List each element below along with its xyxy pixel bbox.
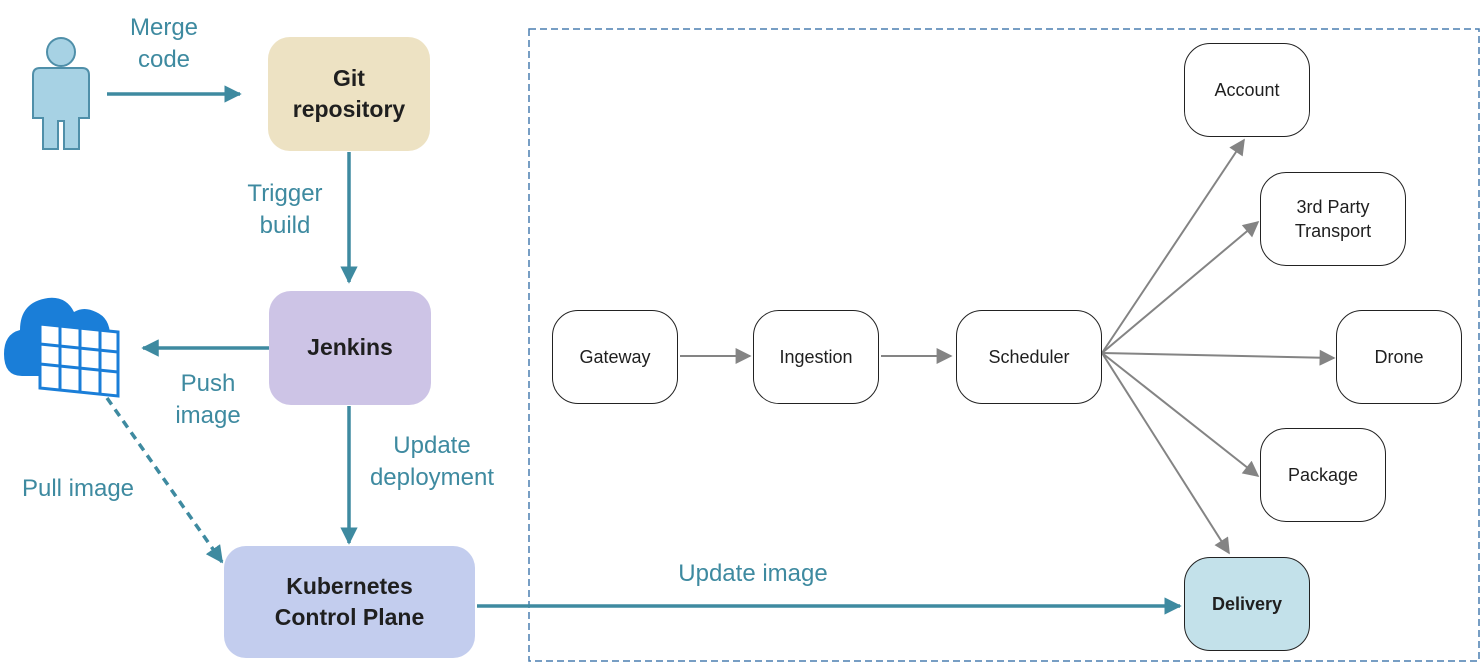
scheduler-to-delivery-arrow bbox=[1101, 352, 1230, 555]
account-service: Account bbox=[1184, 43, 1310, 137]
ingestion-service: Ingestion bbox=[753, 310, 879, 404]
scheduler-to-drone-arrow bbox=[1101, 349, 1336, 366]
delivery-service: Delivery bbox=[1184, 557, 1310, 651]
services-cluster-boundary bbox=[528, 28, 1480, 662]
trigger-build-label: Trigger build bbox=[247, 180, 323, 239]
package-service: Package bbox=[1260, 428, 1386, 522]
scheduler-to-account-arrow bbox=[1101, 138, 1245, 354]
scheduler-to-transport-arrow bbox=[1101, 220, 1260, 354]
third-party-transport-service: 3rd Party Transport bbox=[1260, 172, 1406, 266]
container-registry-icon bbox=[4, 297, 120, 398]
scheduler-service: Scheduler bbox=[956, 310, 1102, 404]
merge-code-label: Merge code bbox=[129, 14, 199, 73]
update-deployment-label: Update deployment bbox=[369, 432, 495, 491]
person-icon bbox=[32, 37, 90, 150]
gateway-service: Gateway bbox=[552, 310, 678, 404]
git-repository-box: Git repository bbox=[268, 37, 430, 151]
update-image-label: Update image bbox=[678, 560, 828, 587]
drone-service: Drone bbox=[1336, 310, 1462, 404]
scheduler-to-package-arrow bbox=[1101, 352, 1260, 477]
pull-image-arrow bbox=[105, 396, 224, 564]
push-image-label: Push image bbox=[175, 370, 241, 429]
pull-image-label: Pull image bbox=[21, 475, 135, 502]
jenkins-box: Jenkins bbox=[269, 291, 431, 405]
kubernetes-control-plane-box: Kubernetes Control Plane bbox=[224, 546, 475, 658]
